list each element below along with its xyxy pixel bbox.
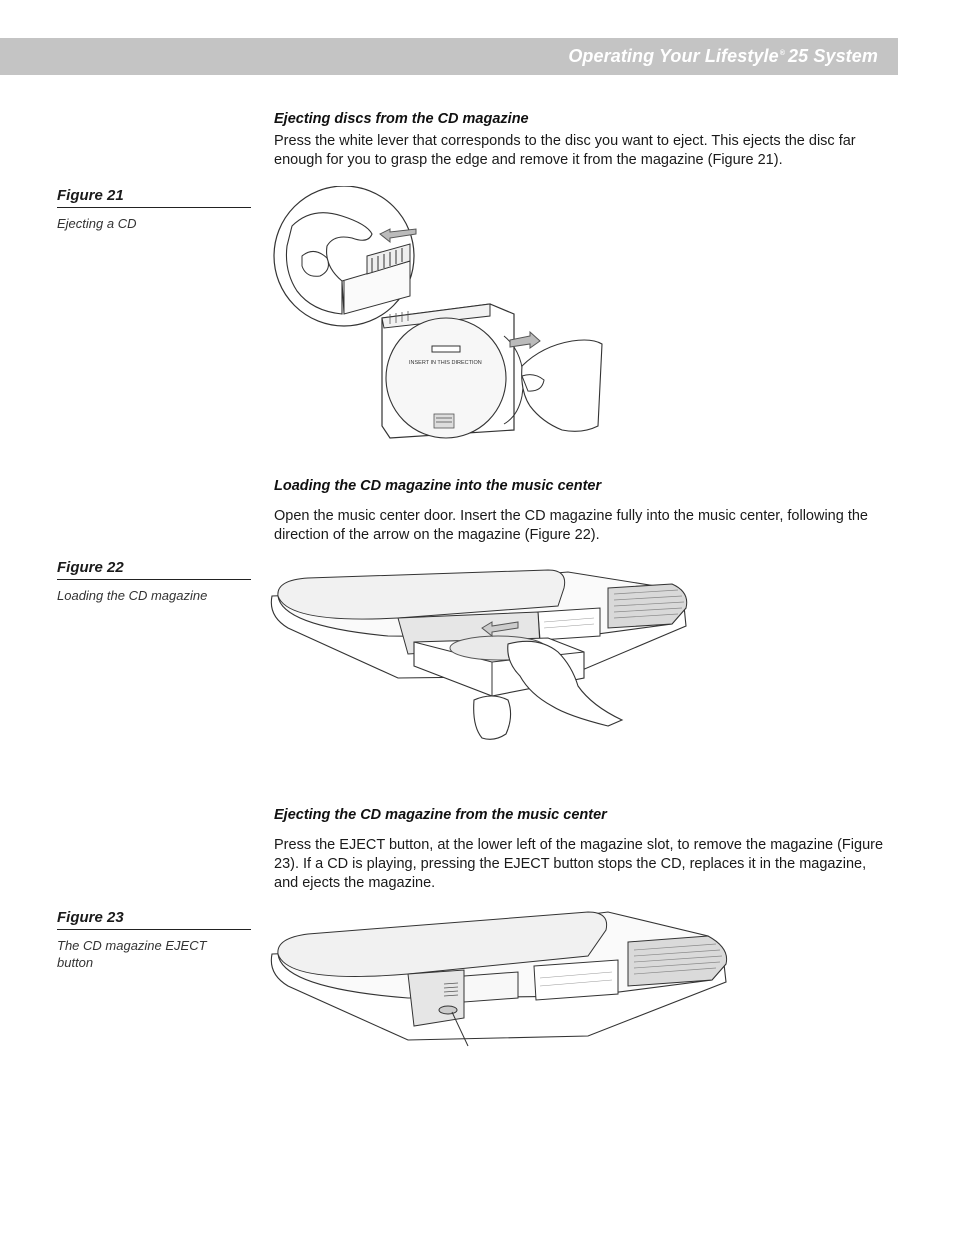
figure-22-title: Figure 22 (57, 559, 251, 580)
header-bar: Operating Your Lifestyle®25 System (0, 38, 898, 75)
figure-23-caption: The CD magazine EJECT button (57, 938, 207, 970)
section-body-ejecting-discs: Press the white lever that corresponds t… (274, 133, 856, 168)
figure-23-illustration (268, 908, 732, 1048)
figure-21-illustration: INSERT IN THIS DIRECTION (272, 186, 612, 442)
figure-21-caption: Ejecting a CD (57, 216, 137, 231)
section-heading-ejecting-magazine: Ejecting the CD magazine from the music … (274, 807, 607, 823)
figure-22-caption: Loading the CD magazine (57, 588, 208, 603)
section-body-loading-magazine: Open the music center door. Insert the C… (274, 508, 868, 543)
header-title-suffix: 25 System (788, 46, 878, 66)
insert-direction-label: INSERT IN THIS DIRECTION (409, 360, 482, 366)
header-title-prefix: Operating Your Lifestyle (568, 46, 779, 66)
section-body-ejecting-magazine: Press the EJECT button, at the lower lef… (274, 837, 884, 891)
page-header-title: Operating Your Lifestyle®25 System (568, 46, 878, 67)
section-heading-loading-magazine: Loading the CD magazine into the music c… (274, 478, 602, 494)
figure-23-title: Figure 23 (57, 909, 251, 930)
registered-mark: ® (779, 50, 786, 57)
figure-22-illustration (268, 566, 692, 744)
section-heading-ejecting-discs: Ejecting discs from the CD magazine (274, 111, 529, 127)
figure-21-title: Figure 21 (57, 187, 251, 208)
